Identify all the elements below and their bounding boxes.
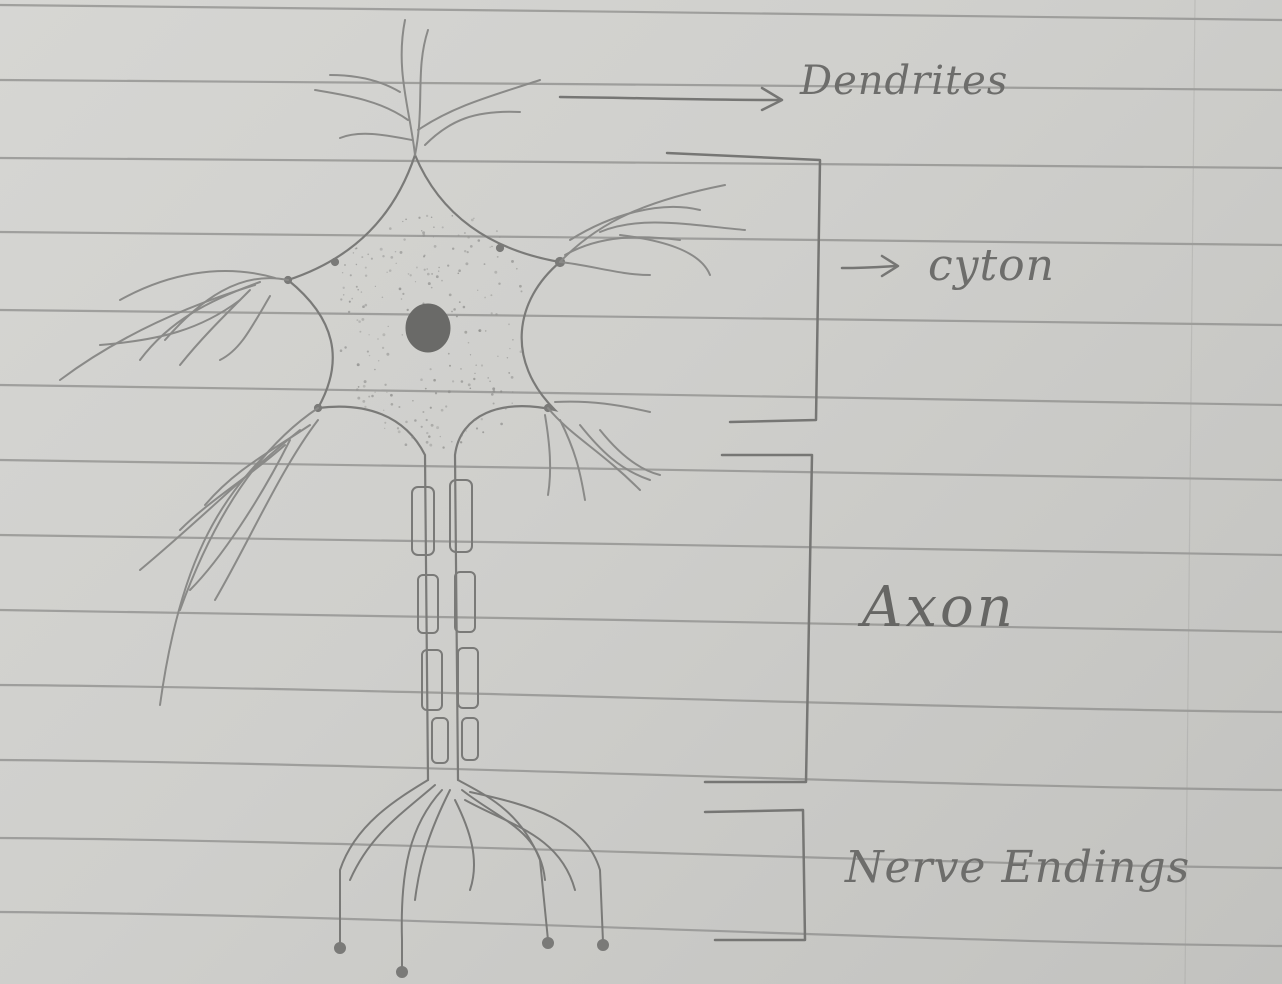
nerve-endings-bracket (705, 810, 805, 940)
ruled-line (0, 158, 1282, 168)
label-cyton: cyton (928, 240, 1055, 291)
dendrites (60, 20, 745, 705)
myelin-sheath (412, 480, 478, 763)
axon-bracket (705, 455, 812, 782)
ruled-line (0, 912, 1282, 946)
ruled-line (0, 80, 1282, 90)
ruled-line (0, 685, 1282, 712)
nucleus (406, 304, 450, 352)
cyton-arrow (842, 266, 895, 268)
ruled-line (0, 385, 1282, 405)
dendrites-arrow (560, 97, 780, 100)
ruled-line (0, 535, 1282, 555)
ruled-line (0, 5, 1282, 20)
ruled-line (0, 760, 1282, 790)
margin-line (1185, 0, 1195, 984)
annotations (560, 88, 898, 940)
label-axon: Axon (862, 575, 1016, 640)
label-dendrites: Dendrites (800, 58, 1008, 104)
ruled-line (0, 610, 1282, 632)
axon-terminals (335, 780, 608, 977)
label-nerve-endings: Nerve Endings (845, 842, 1190, 893)
